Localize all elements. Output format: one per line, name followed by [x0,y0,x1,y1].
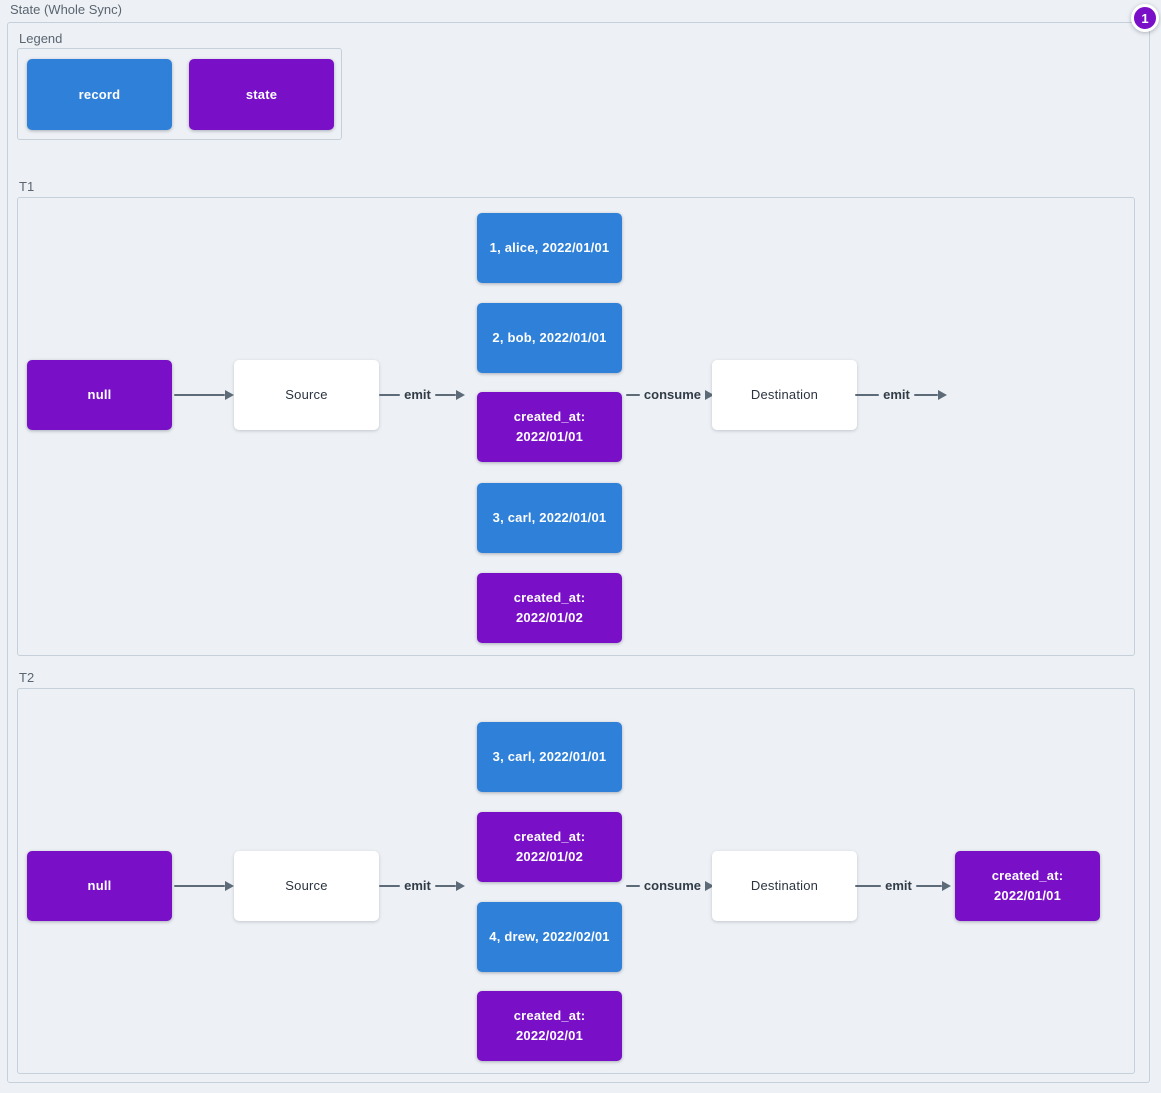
arrowhead-icon [456,390,466,400]
t1-arrow-consume: consume [626,388,714,402]
arrow-shaft [915,884,943,888]
t1-arrow-emit-source: emit [379,387,466,402]
t1-arrow-emit-destination: emit [855,387,948,402]
arrow-shaft [626,393,640,397]
t2-arrow-emit-source: emit [379,878,466,893]
arrowhead-icon [456,881,466,891]
edge-label-emit: emit [885,878,912,893]
arrow-shaft [913,393,939,397]
t1-title: T1 [19,179,35,194]
t2-batch-item-1: created_at: 2022/01/02 [477,812,622,882]
t2-null-node: null [27,851,172,921]
arrow-shaft [434,884,457,888]
arrow-shaft [174,884,225,888]
legend-record-node: record [27,59,172,130]
annotation-badge-1[interactable]: 1 [1131,4,1159,32]
legend-group: record state [17,48,342,140]
t2-batch-item-2: 4, drew, 2022/02/01 [477,902,622,972]
arrow-shaft [626,884,640,888]
t1-null-node: null [27,360,172,430]
t2-destination-node: Destination [712,851,857,921]
arrowhead-icon [705,390,714,400]
t2-arrow-emit-destination: emit [855,878,952,893]
edge-label-emit: emit [404,387,431,402]
t1-batch-item-1: 2, bob, 2022/01/01 [477,303,622,373]
arrowhead-icon [705,881,714,891]
arrow-shaft [855,884,882,888]
legend-title: Legend [19,31,63,46]
t1-batch-item-2: created_at: 2022/01/01 [477,392,622,462]
t1-destination-node: Destination [712,360,857,430]
t2-group: null Source emit 3, carl, 2022/01/01 cre… [17,688,1135,1074]
t2-arrow-consume: consume [626,879,714,893]
arrow-shaft [434,393,457,397]
edge-label-emit: emit [404,878,431,893]
legend-state-node: state [189,59,334,130]
arrow-shaft [855,393,880,397]
page-title: State (Whole Sync) [10,2,122,17]
arrow-shaft [379,884,401,888]
t2-arrow-null-to-source [174,879,234,893]
t2-title: T2 [19,670,35,685]
t2-batch-item-0: 3, carl, 2022/01/01 [477,722,622,792]
t2-source-node: Source [234,851,379,921]
t1-group: null Source emit 1, alice, 2022/01/01 2,… [17,197,1135,656]
edge-label-emit: emit [883,387,910,402]
arrow-shaft [379,393,401,397]
state-whole-sync-group: Legend record state T1 null Source emit … [7,22,1150,1083]
t2-emitted-state-node: created_at: 2022/01/01 [955,851,1100,921]
t2-batch-item-3: created_at: 2022/02/01 [477,991,622,1061]
t1-batch-item-4: created_at: 2022/01/02 [477,573,622,643]
arrowhead-icon [942,881,952,891]
edge-label-consume: consume [643,878,701,893]
t1-batch-item-3: 3, carl, 2022/01/01 [477,483,622,553]
arrowhead-icon [225,390,234,400]
t1-arrow-null-to-source [174,388,234,402]
arrowhead-icon [938,390,948,400]
t1-batch-item-0: 1, alice, 2022/01/01 [477,213,622,283]
t1-source-node: Source [234,360,379,430]
arrow-shaft [174,393,225,397]
arrowhead-icon [225,881,234,891]
edge-label-consume: consume [643,387,701,402]
